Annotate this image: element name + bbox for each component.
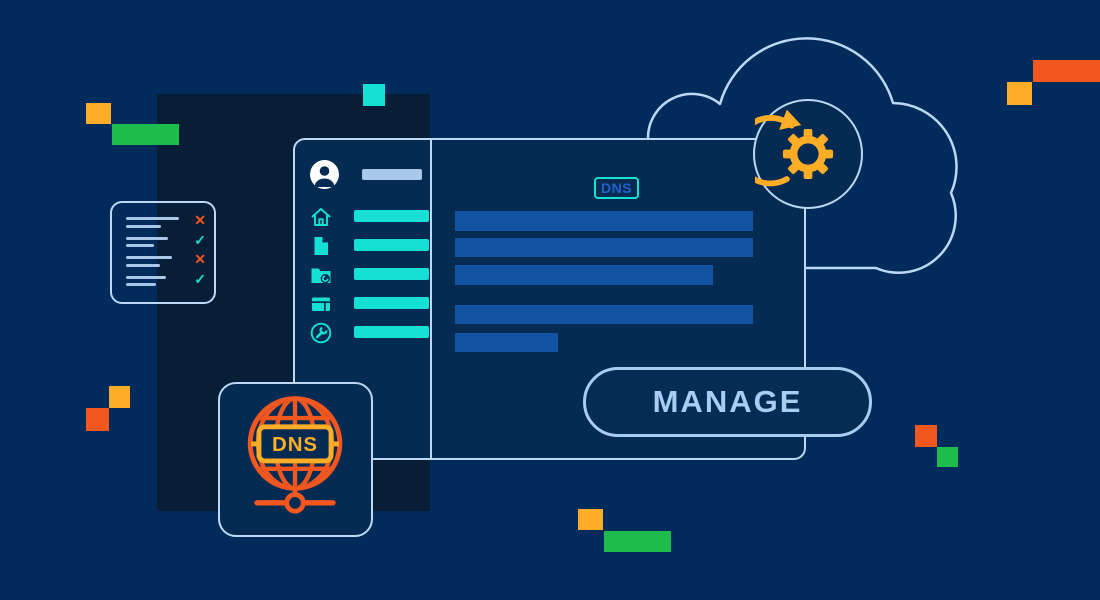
- checklist-line: [126, 224, 161, 228]
- sync-gear-badge: [734, 99, 863, 209]
- window-content: DNS: [430, 140, 804, 458]
- checklist-line: [126, 217, 179, 220]
- checklist-card: ✕ ✓ ✕ ✓: [110, 201, 216, 304]
- dns-badge: DNS: [594, 177, 639, 199]
- checklist-row: ✕: [126, 252, 212, 270]
- sidebar: [295, 140, 430, 458]
- checklist-row: ✓: [126, 233, 212, 251]
- user-avatar-icon: [310, 160, 339, 189]
- checklist-row: ✓: [126, 272, 212, 290]
- wrench-icon: [310, 322, 332, 344]
- gear-sync-icon: [734, 109, 834, 187]
- username-placeholder-bar: [362, 169, 422, 180]
- manage-button[interactable]: MANAGE: [583, 367, 872, 437]
- menu-label-bar: [354, 326, 429, 338]
- sidebar-item-sync[interactable]: [310, 264, 429, 286]
- checklist-line: [126, 256, 172, 259]
- checklist-line: [126, 236, 168, 240]
- dns-app-card: DNS: [218, 382, 373, 537]
- sidebar-item-records[interactable]: [310, 235, 429, 257]
- checklist-line: [126, 283, 156, 286]
- menu-label-bar: [354, 268, 429, 280]
- home-icon: [311, 208, 331, 226]
- menu-label-bar: [354, 297, 429, 309]
- document-icon: [314, 237, 328, 255]
- sidebar-item-settings[interactable]: [310, 322, 429, 344]
- dns-globe-label: DNS: [272, 433, 318, 456]
- fail-x-icon: ✕: [194, 212, 206, 228]
- folder-sync-icon: [311, 268, 331, 284]
- menu-label-bar: [354, 210, 429, 222]
- sidebar-item-zones[interactable]: [310, 293, 429, 315]
- checklist-line: [126, 244, 154, 247]
- menu-label-bar: [354, 239, 429, 251]
- dns-globe-icon: DNS: [247, 396, 343, 514]
- pass-check-icon: ✓: [194, 231, 206, 248]
- layout-icon: [312, 297, 330, 311]
- checklist-row: ✕: [126, 213, 212, 231]
- fail-x-icon: ✕: [194, 251, 206, 267]
- pass-check-icon: ✓: [194, 270, 206, 287]
- sidebar-item-home[interactable]: [310, 206, 429, 228]
- checklist-line: [126, 263, 160, 267]
- sidebar-divider: [430, 140, 432, 458]
- checklist-line: [126, 275, 166, 279]
